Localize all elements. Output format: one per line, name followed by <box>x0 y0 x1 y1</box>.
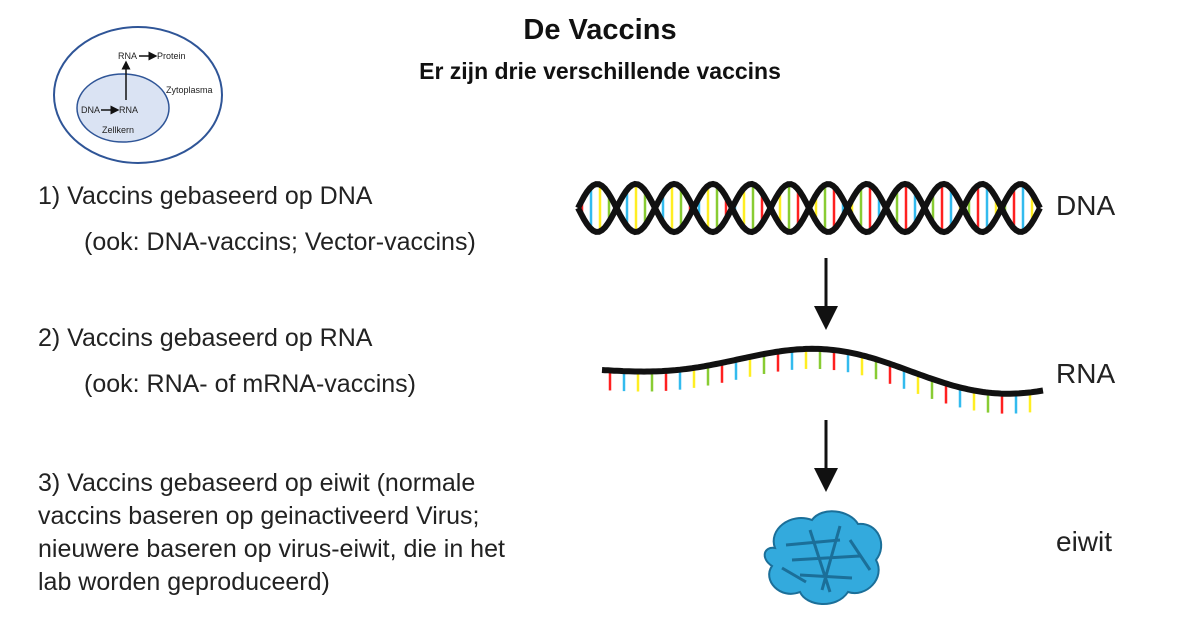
list-item-dna: 1) Vaccins gebaseerd op DNA <box>38 182 373 210</box>
cell-rna-protein-label: RNA <box>118 51 137 61</box>
cytoplasm-label: Zytoplasma <box>166 85 213 95</box>
cell-rna-label: RNA <box>119 105 138 115</box>
list-item-rna-sub: (ook: RNA- of mRNA-vaccins) <box>84 370 416 398</box>
rna-backbone <box>601 345 1044 397</box>
rna-label: RNA <box>1056 358 1116 389</box>
list-item-protein-line4: lab worden geproduceerd) <box>38 568 330 596</box>
nucleus-label: Zellkern <box>102 125 134 135</box>
dna-backbone-b <box>575 180 1043 236</box>
cell-diagram: RNA Protein DNA RNA Zytoplasma Zellkern <box>53 26 223 164</box>
page-subtitle: Er zijn drie verschillende vaccins <box>419 58 781 84</box>
rna-strand <box>601 345 1044 414</box>
list-item-rna: 2) Vaccins gebaseerd op RNA <box>38 324 373 352</box>
list-item-dna-sub: (ook: DNA-vaccins; Vector-vaccins) <box>84 228 476 256</box>
cell-protein-label: Protein <box>157 51 186 61</box>
list-item-protein-line1: 3) Vaccins gebaseerd op eiwit (normale <box>38 469 476 497</box>
page-title: De Vaccins <box>523 14 677 46</box>
cell-nucleus <box>76 73 170 143</box>
dna-label: DNA <box>1056 190 1116 221</box>
list-item-protein-line2: vaccins baseren op geinactiveerd Virus; <box>38 502 480 530</box>
cell-dna-label: DNA <box>81 105 100 115</box>
list-item-protein: 3) Vaccins gebaseerd op eiwit (normale v… <box>38 467 578 599</box>
protein-label: eiwit <box>1056 526 1113 557</box>
list-item-protein-line3: nieuwere baseren op virus-eiwit, die in … <box>38 535 505 563</box>
dna-double-helix <box>575 180 1043 236</box>
protein-structure <box>763 510 883 606</box>
